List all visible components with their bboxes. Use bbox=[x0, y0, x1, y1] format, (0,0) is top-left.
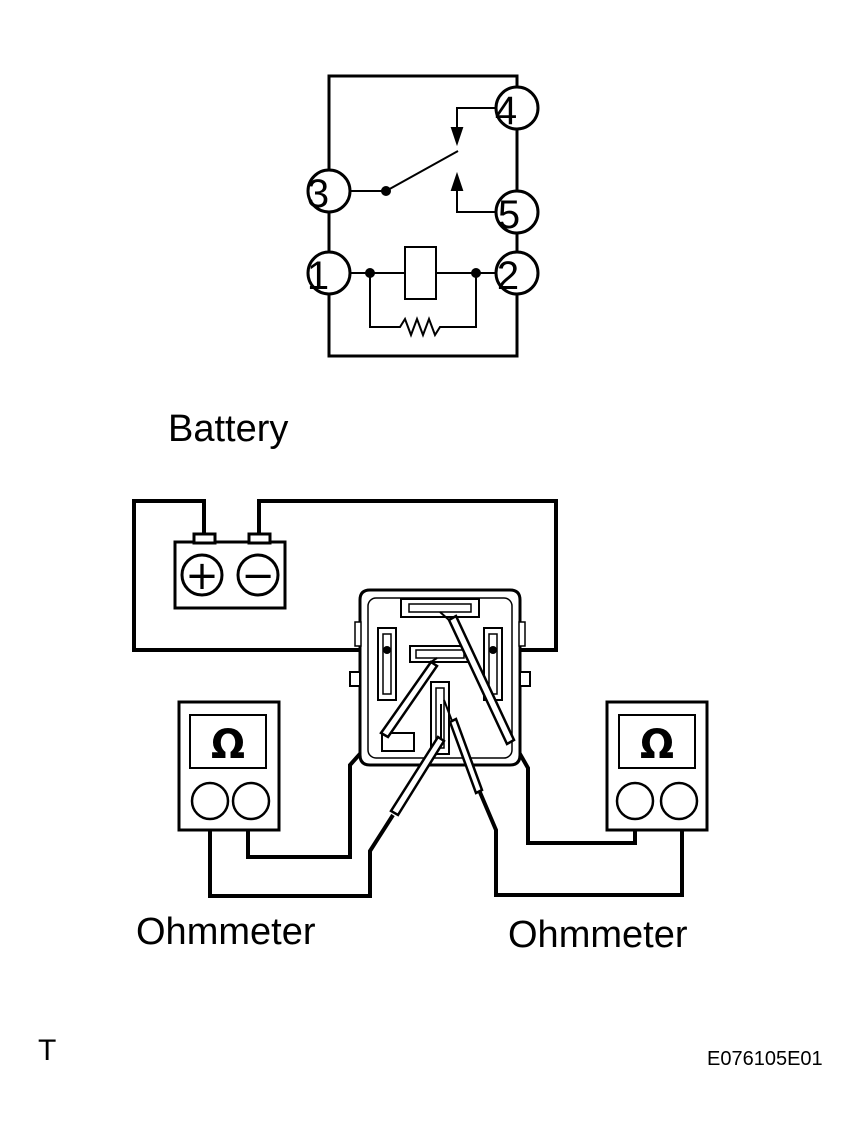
probe-right-upper bbox=[439, 611, 516, 746]
test-wiring bbox=[132, 499, 684, 898]
terminal-3: 3 bbox=[306, 168, 352, 216]
schematic-frame bbox=[327, 74, 519, 358]
terminal-1-label: 1 bbox=[307, 254, 329, 298]
figure-code: E076105E01 bbox=[707, 1048, 823, 1070]
ohmmeter-right-display bbox=[618, 714, 696, 769]
battery-positive-terminal bbox=[180, 553, 224, 597]
ohmmeter-left-label: Ohmmeter bbox=[136, 911, 316, 953]
corner-mark: T bbox=[38, 1034, 57, 1067]
terminal-4-label: 4 bbox=[495, 89, 517, 133]
probe-left-lower bbox=[389, 704, 446, 817]
ohmmeter-left-jack-1 bbox=[190, 781, 230, 821]
ohmmeter-left: Ω bbox=[177, 700, 281, 832]
relay-switch bbox=[350, 107, 496, 213]
terminal-3-label: 3 bbox=[307, 172, 329, 216]
battery: + − bbox=[173, 532, 287, 610]
ohmmeter-right-symbol: Ω bbox=[640, 722, 674, 768]
battery-negative-terminal bbox=[236, 553, 280, 597]
terminal-5-label: 5 bbox=[498, 193, 520, 237]
ohmmeter-left-jack-2 bbox=[231, 781, 271, 821]
probe-left-upper bbox=[379, 657, 439, 739]
test-probes bbox=[379, 611, 516, 817]
ohmmeter-left-display bbox=[189, 714, 267, 769]
ohmmeter-right: Ω bbox=[605, 700, 709, 832]
ohmmeter-right-jack-1 bbox=[615, 781, 655, 821]
relay-schematic: 4 3 5 1 2 bbox=[306, 74, 540, 358]
relay-coil bbox=[350, 246, 496, 338]
ohmmeter-right-label: Ohmmeter bbox=[508, 914, 688, 956]
terminal-5: 5 bbox=[494, 189, 540, 237]
battery-positive-symbol: + bbox=[185, 553, 219, 599]
ohmmeter-left-symbol: Ω bbox=[211, 722, 245, 768]
battery-positive-post bbox=[192, 532, 217, 545]
terminal-2-label: 2 bbox=[497, 254, 519, 298]
battery-label: Battery bbox=[168, 408, 289, 450]
probe-right-lower bbox=[443, 699, 484, 795]
terminal-4: 4 bbox=[494, 85, 540, 133]
battery-negative-symbol: − bbox=[241, 553, 275, 599]
terminal-1: 1 bbox=[306, 250, 352, 298]
ohmmeter-right-jack-2 bbox=[659, 781, 699, 821]
battery-negative-post bbox=[247, 532, 272, 545]
terminal-2: 2 bbox=[494, 250, 540, 298]
